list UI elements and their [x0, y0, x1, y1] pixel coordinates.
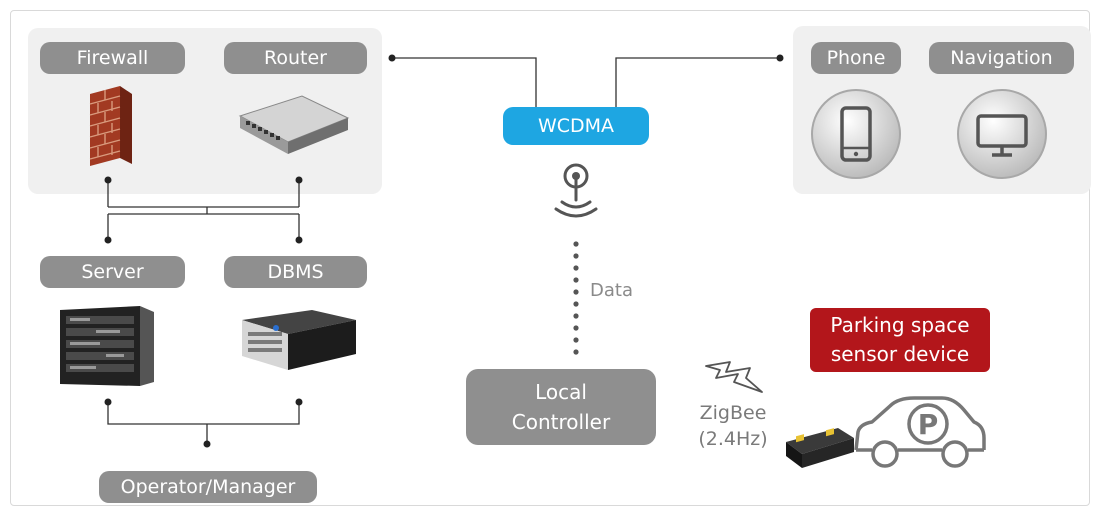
antenna-icon	[554, 163, 598, 218]
svg-text:P: P	[918, 408, 939, 441]
zigbee-label: ZigBee (2.4Hz)	[690, 400, 776, 452]
storage-box-icon	[242, 310, 356, 370]
router-icon	[238, 95, 350, 154]
diagram-frame	[10, 10, 1090, 506]
data-label: Data	[590, 280, 633, 301]
server-operator-line	[107, 402, 300, 425]
phone-label: Phone	[811, 42, 901, 74]
zigbee-line2: (2.4Hz)	[698, 428, 768, 450]
server-label: Server	[40, 256, 185, 288]
local-controller-line2: Controller	[511, 410, 611, 434]
local-controller-box: Local Controller	[466, 369, 656, 445]
zigbee-line1: ZigBee	[699, 402, 767, 424]
dbms-label: DBMS	[224, 256, 367, 288]
wcdma-label: WCDMA	[503, 107, 649, 145]
wcdma-clients-line	[615, 57, 780, 107]
smartphone-icon	[811, 89, 901, 179]
parking-sensor-line1: Parking space	[830, 313, 970, 337]
router-wcdma-line	[392, 57, 537, 107]
router-label: Router	[224, 42, 367, 74]
data-dotted-line	[573, 241, 579, 355]
sensor-device-icon	[786, 428, 854, 468]
parking-sensor-label: Parking space sensor device	[810, 308, 990, 372]
parking-sensor-line2: sensor device	[830, 342, 970, 366]
lightning-icon	[705, 361, 763, 393]
firewall-label: Firewall	[40, 42, 185, 74]
server-rack-icon	[60, 306, 154, 386]
brick-wall-icon	[89, 86, 132, 166]
operator-manager-label: Operator/Manager	[99, 471, 317, 503]
navigation-label: Navigation	[929, 42, 1074, 74]
monitor-icon	[957, 89, 1047, 179]
car-parking-icon: P	[854, 396, 986, 468]
local-controller-line1: Local	[535, 380, 587, 404]
